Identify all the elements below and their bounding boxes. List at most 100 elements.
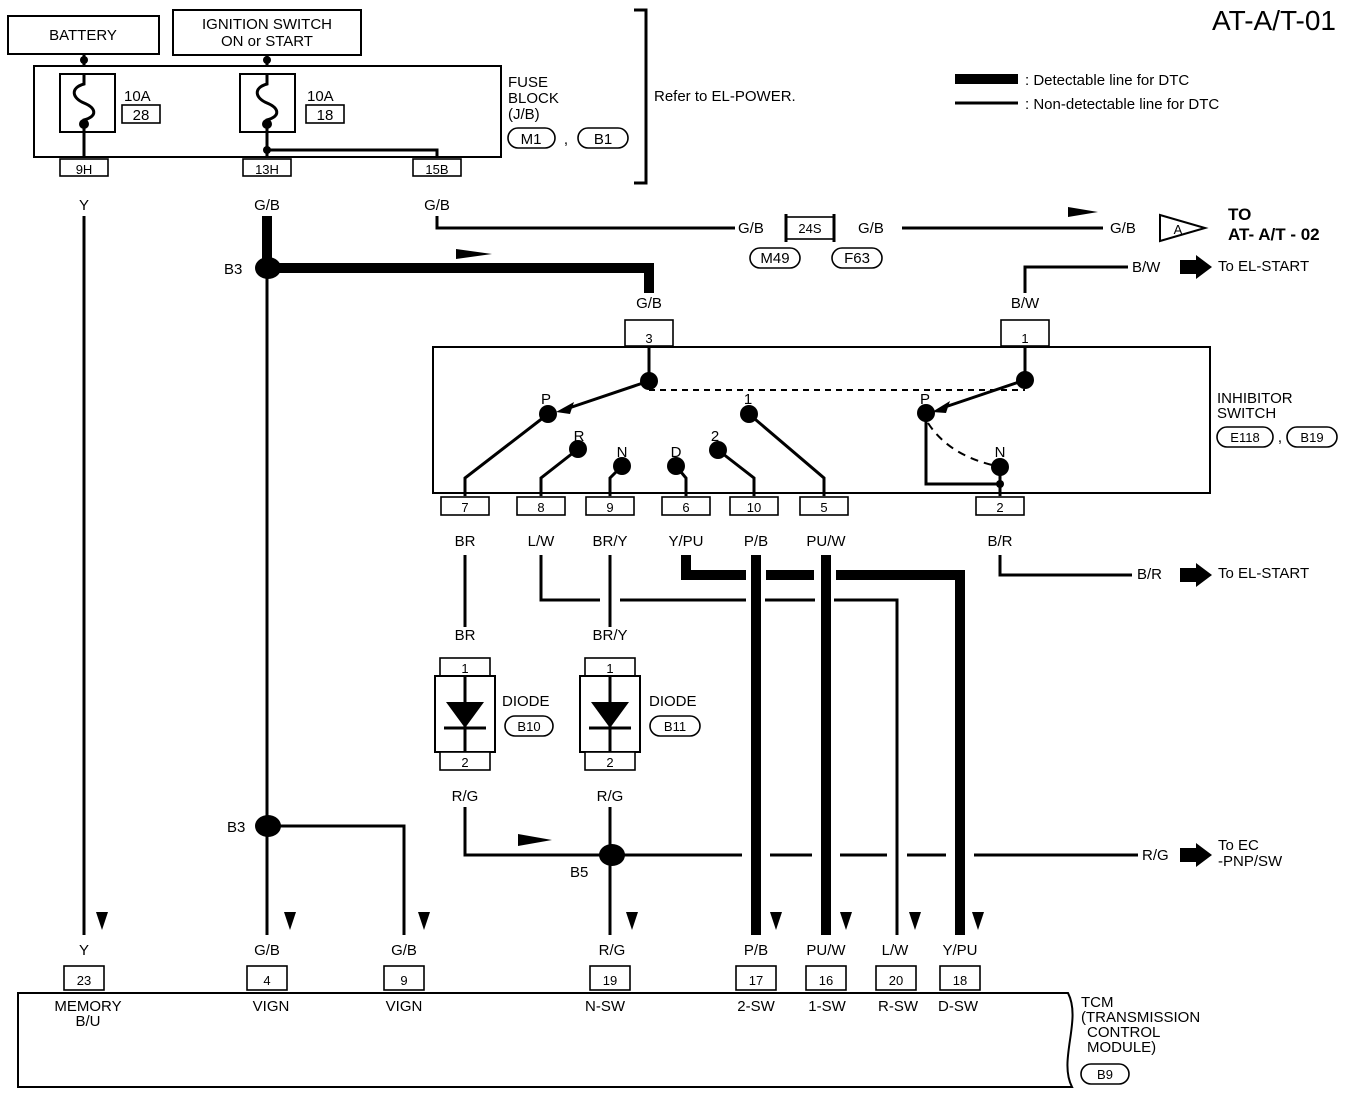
wire-lw-label: L/W [528,533,556,550]
connector-e118-badge [1216,426,1274,448]
flow-arrow-1 [456,249,492,259]
connector-m49-badge [749,247,801,269]
tcm-1sw: 1-SW [808,998,846,1015]
fuse-28-number: 28 [133,107,150,124]
connector-sep: , [564,131,568,148]
connector-24s-label: 24S [798,221,821,236]
inhibitor-title-2: SWITCH [1217,405,1276,422]
to-ec-line1: To EC [1218,837,1259,854]
wire-br2 [998,555,1132,577]
wire-gb-15b-label-2: G/B [738,220,764,237]
contact-2-label: 2 [711,428,719,445]
fuse-18-amp: 10A [307,88,334,105]
inhibitor-terminal-8-label: 8 [537,500,544,515]
tcm-title-1: TCM [1081,994,1114,1011]
tcm-terminal-16-label: 16 [819,973,833,988]
fuse-28-amp: 10A [124,88,151,105]
tcm-terminal-4-label: 4 [263,973,270,988]
terminal-9h [59,158,109,177]
inhibitor-terminal-10-label: 10 [747,500,761,515]
tcm-title-2: (TRANSMISSION [1081,1009,1200,1026]
page-id: AT-A/T-01 [1212,5,1336,36]
tcm-vign-2: VIGN [386,998,423,1015]
arrow-to-el-start-1 [1180,255,1212,279]
inhibitor-switch-box [432,346,1211,494]
tcm-terminal-18 [939,965,981,991]
arrow-to-el-start-2 [1180,563,1212,587]
tcm-wire-gb-2: G/B [391,942,417,959]
to-el-start-1: To EL-START [1218,258,1309,275]
inhibitor-terminal-2 [975,496,1025,516]
inhibitor-conn-sep: , [1278,429,1282,446]
connector-b1: B1 [594,131,612,148]
tcm-terminal-23-label: 23 [77,973,91,988]
tcm-terminal-9 [383,965,425,991]
wire-br2-label-2: B/R [1137,566,1162,583]
tcm-memory-label: MEMORY [54,998,121,1015]
tcm-2sw: 2-SW [737,998,775,1015]
tcm-nsw: N-SW [585,998,626,1015]
inhibitor-terminal-6 [661,496,711,516]
tcm-wire-pb: P/B [744,942,768,959]
diode-b10-in-label: BR [455,627,476,644]
wire-rg-b10 [463,807,612,857]
diode-b11-symbol [591,702,629,728]
diode-b11-title: DIODE [649,693,697,710]
inhibitor-terminal-2-label: 2 [996,500,1003,515]
terminal-15b-label: 15B [425,162,448,177]
wire-bw-label: B/W [1011,295,1040,312]
tcm-title-3: CONTROL [1087,1024,1160,1041]
tcm-wire-rg: R/G [599,942,626,959]
contact-p-label: P [541,391,551,408]
wire-ypu-label: Y/PU [668,533,703,550]
battery-label: BATTERY [49,27,117,44]
diode-b10-symbol [446,702,484,728]
diode-b11-pin2 [584,751,636,771]
arrow-a-to-at02 [1159,213,1209,243]
ignition-switch-box [172,9,362,56]
ignition-switch-label-2: ON or START [221,33,313,50]
terminal-9h-label: 9H [76,162,93,177]
connector-e118: E118 [1230,430,1259,445]
terminal-15b [412,158,462,177]
inhibitor-terminal-6-label: 6 [682,500,689,515]
inhibitor-title-1: INHIBITOR [1217,390,1293,407]
diode-b10-pin2-label: 2 [461,755,468,770]
connector-b10: B10 [517,719,540,734]
flow-arrow-2 [1068,207,1098,217]
wire-y-label-bottom: Y [79,942,89,959]
inhibitor-terminal-3 [624,319,674,347]
to-el-start-2: To EL-START [1218,565,1309,582]
wire-pb-label: P/B [744,533,768,550]
connector-b19-badge [1286,426,1338,448]
ignition-switch-label-1: IGNITION SWITCH [202,16,332,33]
inhibitor-terminal-5-label: 5 [820,500,827,515]
wire-puw-label: PU/W [806,533,846,550]
tcm-terminal-18-label: 18 [953,973,967,988]
to-at02-line2: AT- A/T - 02 [1228,225,1320,244]
wire-lw [539,555,600,602]
wire-br2-label: B/R [987,533,1012,550]
joint-b5-label: B5 [570,864,588,881]
contact-r-label: R [574,428,585,445]
tcm-terminal-16 [805,965,847,991]
tcm-terminal-9-label: 9 [400,973,407,988]
inhibitor-terminal-9 [585,496,635,516]
tcm-terminal-17 [735,965,777,991]
wire-rg-ec-label: R/G [1142,847,1169,864]
wire-br-label: BR [455,533,476,550]
wire-ypu [681,555,746,580]
inhibitor-terminal-8 [516,496,566,516]
legend-non-detectable: : Non-detectable line for DTC [1025,96,1219,113]
inhibitor-terminal-3-label: 3 [645,331,652,346]
inhibitor-terminal-5 [799,496,849,516]
to-ec-line2: -PNP/SW [1218,853,1283,870]
tcm-wire-lw: L/W [882,942,910,959]
tcm-wire-puw: PU/W [806,942,846,959]
tcm-terminal-20 [875,965,917,991]
diode-b11-in-label: BR/Y [592,627,627,644]
wire-bw-label-2: B/W [1132,259,1161,276]
fuse-18-element [255,74,279,124]
fuse-18-number-box [305,104,345,124]
connector-b11-badge [649,715,701,737]
